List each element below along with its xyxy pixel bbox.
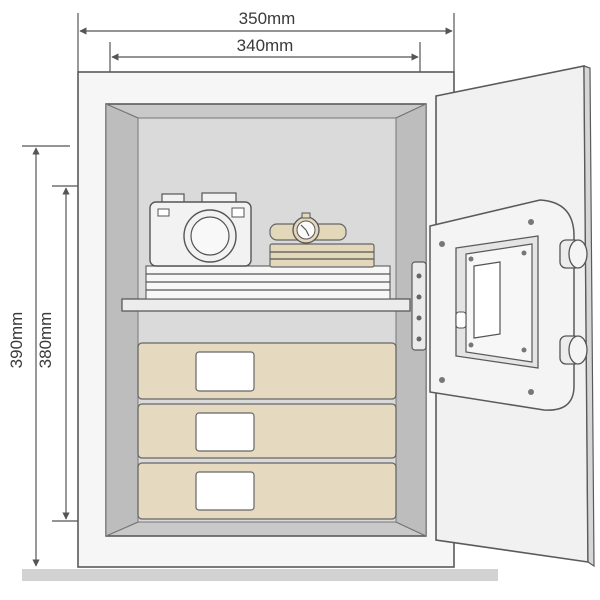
height-inner-label: 380mm: [36, 312, 55, 369]
drawer-top: [137, 342, 397, 400]
drawer-bottom: [137, 462, 397, 520]
drawer-middle: [137, 403, 397, 459]
dimension-width-outer: 350mm: [77, 9, 455, 72]
door-bolts: [559, 239, 588, 365]
camera-icon: [149, 192, 252, 267]
keypad-lock-icon: [429, 199, 575, 411]
wristwatch-icon: [269, 212, 347, 244]
hinge-icon: [411, 261, 427, 351]
width-outer-label: 350mm: [239, 9, 296, 28]
interior-back-wall: [137, 117, 397, 523]
dimension-height-outer: 390mm: [7, 145, 70, 567]
drawer-label: [195, 412, 255, 452]
shelf: [121, 298, 411, 312]
height-outer-label: 390mm: [7, 312, 26, 369]
paper-stack: [145, 265, 391, 300]
floor: [22, 569, 498, 581]
drawer-label: [195, 351, 255, 392]
width-inner-label: 340mm: [237, 36, 294, 55]
drawer-label: [195, 471, 255, 511]
books-icon: [269, 243, 375, 268]
